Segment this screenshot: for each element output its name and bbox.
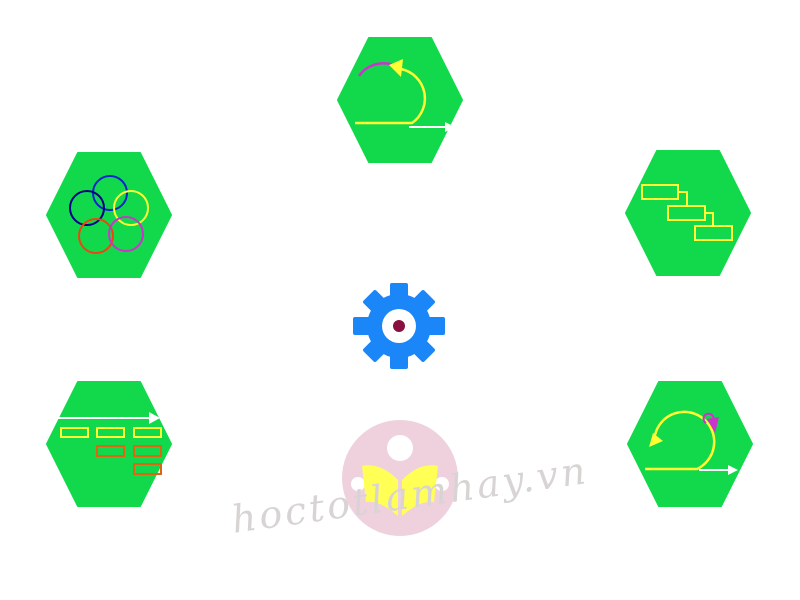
hex-tile-loop [627,381,753,507]
gear-icon [353,283,445,369]
hex-tile-waterfall [625,150,751,276]
waterfall-steps-icon [625,150,751,276]
timeline-blocks-icon [46,381,172,507]
hex-tile-circles [46,152,172,278]
cycle-arrow-icon [337,37,463,163]
loop-arrow-icon [627,381,753,507]
hex-tile-cycle [337,37,463,163]
overlapping-circles-icon [46,152,172,278]
reading-person-logo [342,420,458,536]
hex-tile-timeline [46,381,172,507]
